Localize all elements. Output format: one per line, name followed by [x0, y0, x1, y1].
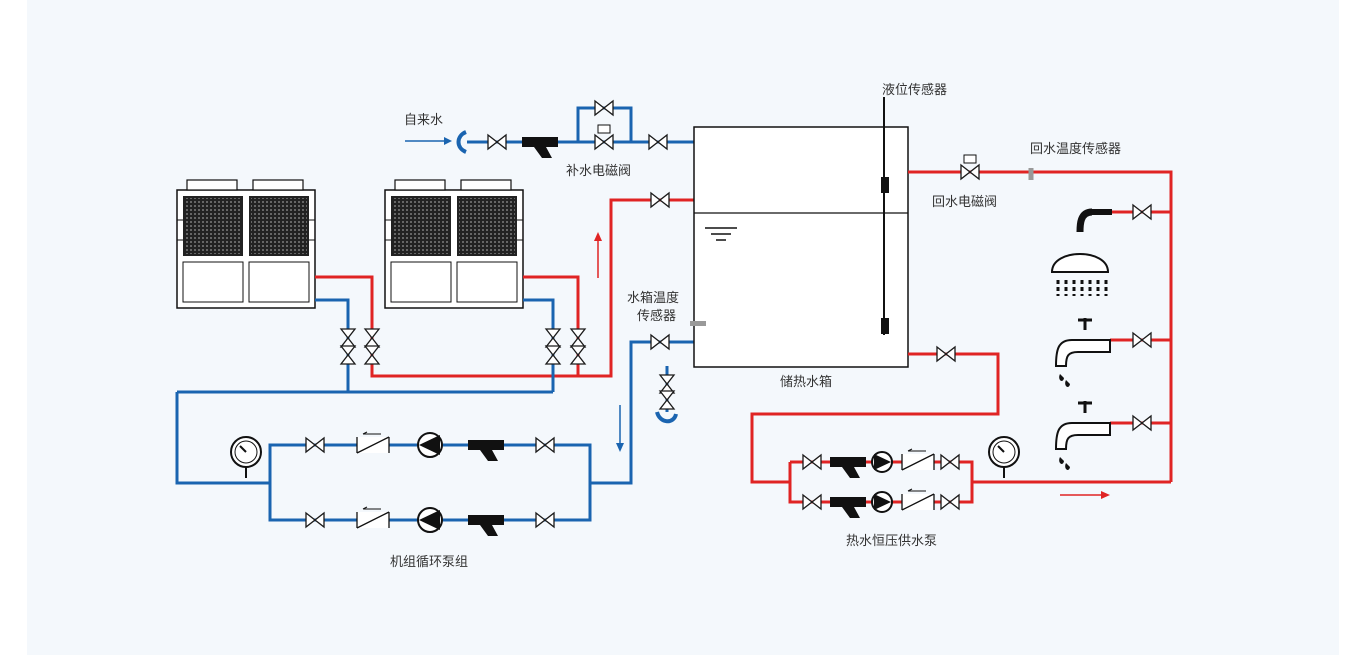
unit-pump-group-label: 机组循环泵组: [390, 555, 468, 570]
tap-water-label: 自来水: [404, 113, 443, 128]
drain-outlet-icon: [655, 411, 678, 424]
makeup-valve-label: 补水电磁阀: [566, 164, 631, 179]
faucet-icon: [1054, 318, 1111, 387]
tank-temp-sensor-label-1: 水箱温度: [627, 290, 679, 306]
pump-group-pipes: [268, 340, 694, 522]
tap-inlet-icon: [456, 130, 467, 154]
heat-pump-unit-2: [384, 179, 524, 309]
storage-tank-label: 储热水箱: [780, 374, 832, 390]
fixture-branches: [1110, 210, 1171, 425]
tank-temp-sensor-label-2: 传感器: [637, 308, 676, 324]
shower-head-icon: [1050, 208, 1112, 296]
heat-pump-unit-1: [176, 179, 316, 309]
tank-temp-sensor-probe: [690, 321, 706, 326]
supply-pipe: [750, 352, 1000, 484]
diagram-background: [27, 0, 1339, 655]
hot-water-pump-label: 热水恒压供水泵: [846, 534, 937, 549]
return-valve-label: 回水电磁阀: [932, 195, 997, 210]
faucet-icon: [1054, 401, 1111, 470]
flow-arrow-icon: [405, 137, 1110, 499]
cold-return-main: [175, 390, 553, 485]
pressure-gauge-icon: [230, 436, 262, 479]
level-sensor-label: 液位传感器: [882, 82, 947, 98]
storage-tank: [693, 126, 909, 368]
solenoid-valve-icon[interactable]: [597, 124, 611, 134]
unit1-hot-out: [315, 198, 694, 378]
return-temp-sensor-label: 回水温度传感器: [1030, 141, 1121, 157]
return-pipe: [908, 170, 1173, 482]
solenoid-valve-icon[interactable]: [963, 154, 977, 164]
pressure-gauge-icon: [988, 436, 1020, 479]
makeup-water-pipe: [467, 106, 694, 144]
